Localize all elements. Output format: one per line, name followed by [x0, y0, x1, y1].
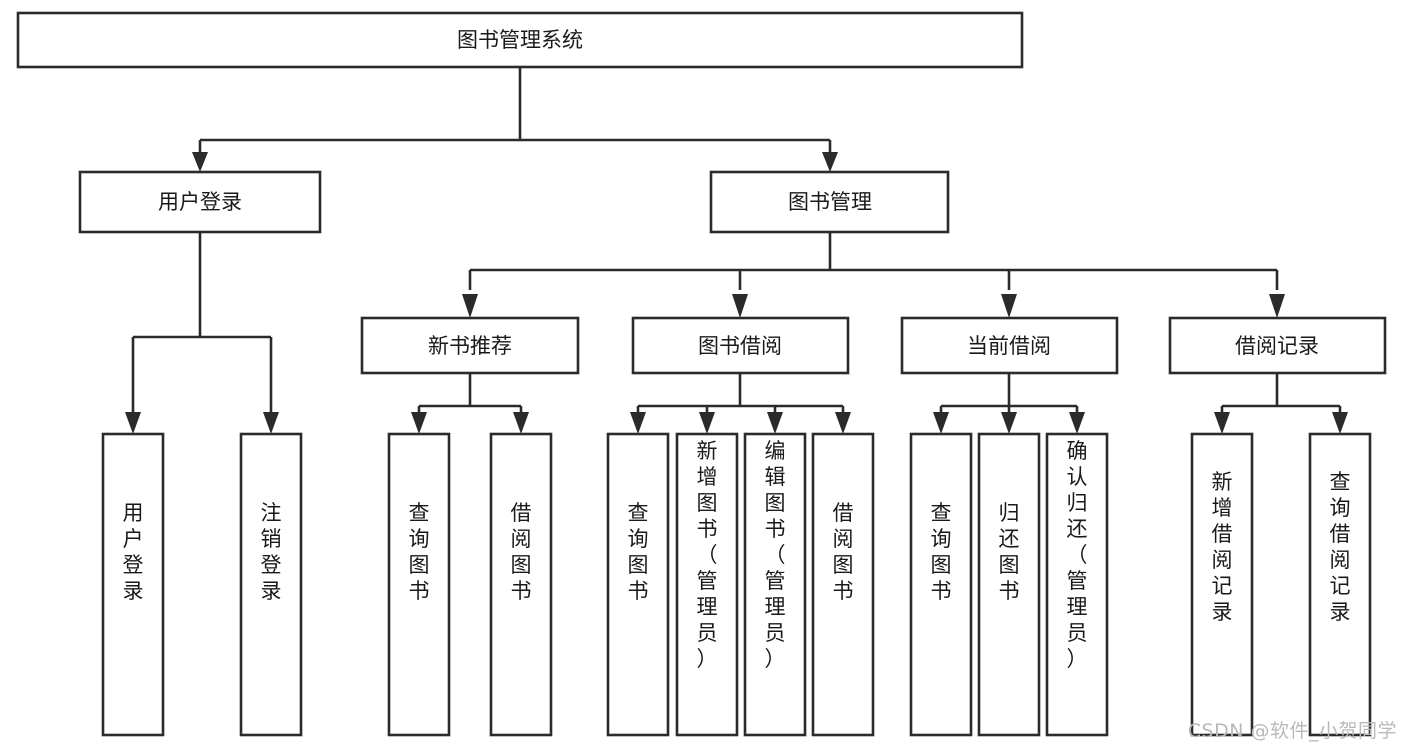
node-leaf-query-book-1-label: 查询图书	[409, 501, 430, 603]
node-leaf-user-login-box[interactable]	[101, 432, 165, 737]
node-current-borrow-label: 当前借阅	[967, 334, 1051, 358]
node-leaf-query-record-label: 查询借阅记录	[1330, 470, 1351, 624]
node-leaf-borrow-book-1-label: 借阅图书	[511, 501, 532, 603]
arrow-head-leaf-edit-book	[767, 412, 783, 434]
node-leaf-query-book-2[interactable]: 查询图书	[606, 432, 670, 737]
node-leaf-add-book-label: 新增图书（管理员）	[697, 439, 718, 671]
arrow-head-user-login	[192, 152, 208, 172]
node-current-borrow-box[interactable]	[900, 316, 1119, 375]
arrow-head-leaf-query-book-1	[411, 412, 427, 434]
node-leaf-query-book-2-box[interactable]	[606, 432, 670, 737]
node-leaf-edit-book-label: 编辑图书（管理员）	[765, 439, 786, 671]
node-leaf-confirm-return-label: 确认归还（管理员）	[1067, 439, 1088, 671]
node-leaf-add-book-box[interactable]	[675, 432, 739, 737]
connector-layer	[125, 67, 1348, 434]
arrow-head-current-borrow	[1001, 294, 1017, 318]
arrow-head-leaf-confirm-return	[1069, 412, 1085, 434]
node-leaf-query-book-3-label: 查询图书	[931, 501, 952, 603]
node-leaf-query-book-1[interactable]: 查询图书	[387, 432, 451, 737]
node-book-borrow-label: 图书借阅	[698, 334, 782, 358]
node-leaf-confirm-return-box[interactable]	[1045, 432, 1109, 737]
node-current-borrow[interactable]: 当前借阅	[900, 316, 1119, 375]
leaf-nodes-layer: 用户登录 注销登录 查询图书 借阅图书 查询图书 新增图书（管理员）	[101, 432, 1372, 737]
node-leaf-query-book-2-label: 查询图书	[628, 501, 649, 603]
arrow-head-borrow-record	[1269, 294, 1285, 318]
node-leaf-add-record-box[interactable]	[1190, 432, 1254, 737]
node-leaf-borrow-book-1-box[interactable]	[489, 432, 553, 737]
node-leaf-add-book[interactable]: 新增图书（管理员）	[675, 432, 739, 737]
arrow-head-leaf-user-login	[125, 412, 141, 434]
node-leaf-borrow-book-2[interactable]: 借阅图书	[811, 432, 875, 737]
arrow-head-leaf-query-record	[1332, 412, 1348, 434]
node-leaf-confirm-return[interactable]: 确认归还（管理员）	[1045, 432, 1109, 737]
arrow-head-book-management	[822, 152, 838, 172]
arrow-head-leaf-add-record	[1214, 412, 1230, 434]
node-leaf-logout[interactable]: 注销登录	[239, 432, 303, 737]
node-new-book-recommend-label: 新书推荐	[428, 334, 512, 358]
node-book-borrow-box[interactable]	[631, 316, 850, 375]
node-leaf-borrow-book-2-label: 借阅图书	[833, 501, 854, 603]
arrow-head-leaf-borrow-book-2	[835, 412, 851, 434]
node-book-management-label: 图书管理	[788, 190, 872, 214]
arrow-head-leaf-borrow-book-1	[513, 412, 529, 434]
node-leaf-logout-box[interactable]	[239, 432, 303, 737]
node-leaf-query-record-box[interactable]	[1308, 432, 1372, 737]
node-book-management-box[interactable]	[709, 170, 950, 234]
node-leaf-query-book-1-box[interactable]	[387, 432, 451, 737]
node-leaf-query-record[interactable]: 查询借阅记录	[1308, 432, 1372, 737]
node-leaf-return-book-label: 归还图书	[999, 501, 1020, 603]
node-leaf-add-record-label: 新增借阅记录	[1212, 470, 1233, 624]
node-user-login-label: 用户登录	[158, 190, 242, 214]
arrow-head-new-book-recommend	[462, 294, 478, 318]
node-user-login-box[interactable]	[78, 170, 322, 234]
node-leaf-user-login-label: 用户登录	[123, 501, 144, 603]
node-borrow-record-box[interactable]	[1168, 316, 1387, 375]
node-root-label: 图书管理系统	[457, 28, 583, 52]
node-leaf-query-book-3-box[interactable]	[909, 432, 973, 737]
node-leaf-borrow-book-1[interactable]: 借阅图书	[489, 432, 553, 737]
node-borrow-record-label: 借阅记录	[1235, 334, 1319, 358]
node-book-management[interactable]: 图书管理	[709, 170, 950, 234]
node-leaf-return-book-box[interactable]	[977, 432, 1041, 737]
node-leaf-edit-book[interactable]: 编辑图书（管理员）	[743, 432, 807, 737]
node-leaf-add-record[interactable]: 新增借阅记录	[1190, 432, 1254, 737]
node-leaf-query-book-3[interactable]: 查询图书	[909, 432, 973, 737]
node-leaf-borrow-book-2-box[interactable]	[811, 432, 875, 737]
arrow-head-leaf-query-book-2	[630, 412, 646, 434]
node-new-book-recommend-box[interactable]	[360, 316, 580, 375]
arrow-head-leaf-add-book	[699, 412, 715, 434]
arrow-head-leaf-query-book-3	[933, 412, 949, 434]
arrow-head-book-borrow	[732, 294, 748, 318]
node-leaf-logout-label: 注销登录	[261, 501, 282, 603]
node-root[interactable]: 图书管理系统	[16, 11, 1024, 69]
node-borrow-record[interactable]: 借阅记录	[1168, 316, 1387, 375]
arrow-head-leaf-logout	[263, 412, 279, 434]
node-leaf-user-login[interactable]: 用户登录	[101, 432, 165, 737]
node-leaf-edit-book-box[interactable]	[743, 432, 807, 737]
node-root-box[interactable]	[16, 11, 1024, 69]
node-book-borrow[interactable]: 图书借阅	[631, 316, 850, 375]
arrow-head-leaf-return-book	[1001, 412, 1017, 434]
node-new-book-recommend[interactable]: 新书推荐	[360, 316, 580, 375]
node-user-login[interactable]: 用户登录	[78, 170, 322, 234]
node-leaf-return-book[interactable]: 归还图书	[977, 432, 1041, 737]
